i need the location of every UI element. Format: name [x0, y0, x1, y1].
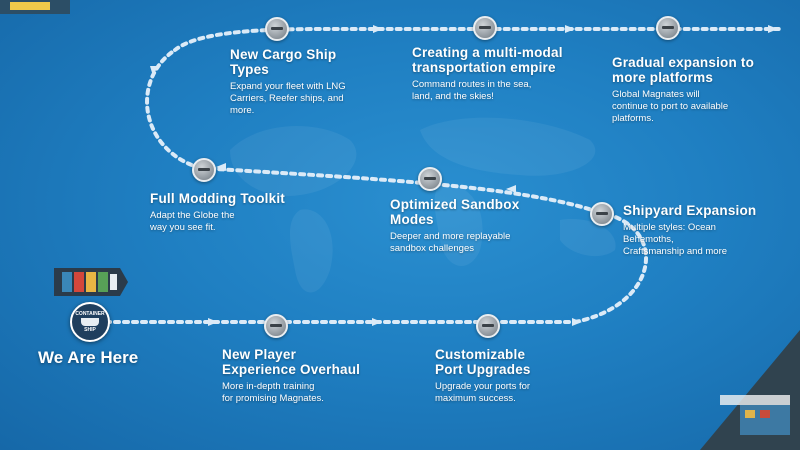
roadmap-arrows	[150, 25, 778, 326]
dock-corner-top-left	[0, 0, 70, 14]
milestone-marker-shipyard	[590, 202, 614, 226]
milestone-marker-port-upgrades	[476, 314, 500, 338]
cargo-ship-illustration	[54, 268, 128, 296]
milestone-marker-npe	[264, 314, 288, 338]
world-map-decoration	[230, 117, 616, 293]
milestone-marker-cargo-ships	[265, 17, 289, 41]
milestone-marker-modding	[192, 158, 216, 182]
milestone-title: Full Modding Toolkit	[150, 191, 285, 206]
we-are-here-label: We Are Here	[38, 348, 139, 367]
milestone-modding: Full Modding Toolkit Adapt the Globe the…	[150, 191, 320, 234]
badge-bottom-text: SHIP	[84, 327, 96, 333]
milestone-shipyard: Shipyard Expansion Multiple styles: Ocea…	[623, 203, 793, 258]
badge-top-text: CONTAINER	[75, 311, 105, 317]
milestone-title: Shipyard Expansion	[623, 203, 757, 218]
milestone-description: Command routes in the sea,land, and the …	[412, 79, 532, 102]
container-ship-badge: CONTAINER SHIP	[70, 302, 110, 342]
badge-ship-icon	[81, 318, 99, 326]
milestone-marker-multi-modal	[473, 16, 497, 40]
dock-corner-bottom-right	[700, 330, 800, 450]
milestone-marker-sandbox	[418, 167, 442, 191]
milestone-marker-platforms	[656, 16, 680, 40]
